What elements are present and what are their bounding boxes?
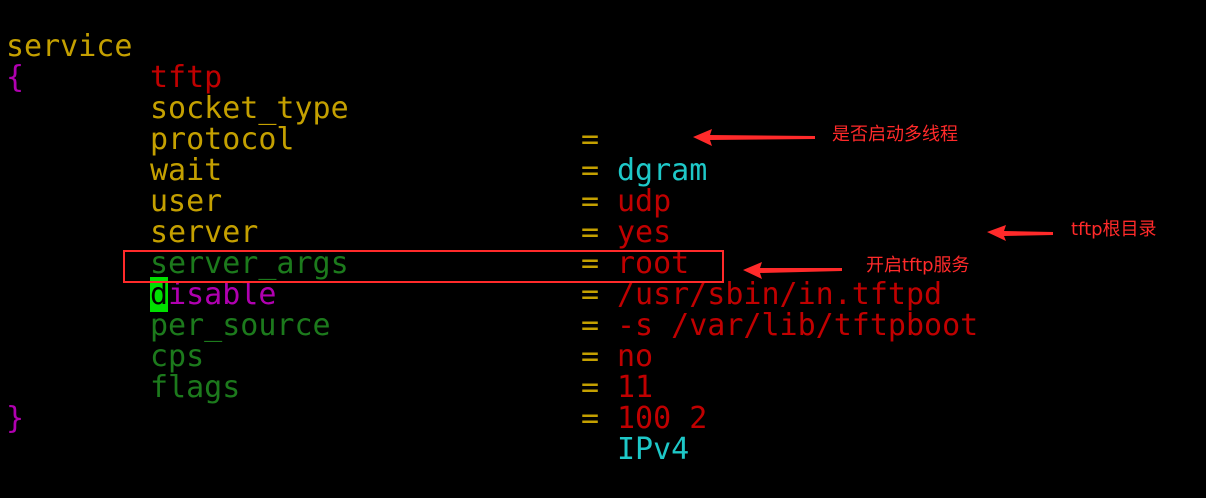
- config-equals: =: [581, 184, 600, 219]
- service-keyword: service: [6, 29, 133, 64]
- config-key: socket_type: [150, 91, 349, 126]
- annotation-server-args: tftp根目录: [1071, 219, 1157, 240]
- arrow-icon: [693, 129, 815, 146]
- config-line-socket-type: socket_type = dgram: [0, 62, 707, 186]
- config-equals: =: [581, 308, 600, 343]
- config-key: disable: [150, 277, 277, 312]
- config-key: protocol: [150, 122, 295, 157]
- text-cursor: d: [150, 277, 169, 312]
- config-line-flags: flags = IPv4: [0, 341, 689, 465]
- annotation-disable: 开启tftp服务: [866, 255, 970, 276]
- config-equals: =: [581, 370, 600, 405]
- close-brace-line: }: [0, 372, 72, 434]
- config-value: yes: [617, 215, 672, 250]
- config-line-protocol: protocol = udp: [0, 93, 671, 217]
- config-value: 11: [617, 370, 654, 405]
- config-equals: =: [581, 215, 600, 250]
- config-value: udp: [617, 184, 672, 219]
- config-value: IPv4: [617, 432, 690, 467]
- config-value: root: [617, 246, 690, 281]
- close-brace: }: [6, 401, 25, 436]
- config-line-per-source: per_source = 11: [0, 279, 653, 403]
- config-value: dgram: [617, 153, 708, 188]
- config-key: server: [150, 215, 259, 250]
- annotation-wait: 是否启动多线程: [832, 124, 958, 145]
- config-value: 100 2: [617, 401, 708, 436]
- open-brace-line: {: [0, 31, 72, 93]
- service-header-line: service tftp: [0, 0, 222, 93]
- config-equals: =: [581, 339, 600, 374]
- config-key: per_source: [150, 308, 331, 343]
- config-equals: =: [581, 401, 600, 436]
- config-key: wait: [150, 153, 223, 188]
- service-name: tftp: [150, 60, 223, 95]
- config-key-rest: isable: [168, 277, 277, 312]
- config-key: flags: [150, 370, 241, 405]
- config-value: -s /var/lib/tftpboot: [617, 308, 979, 343]
- config-value: /usr/sbin/in.tftpd: [617, 277, 943, 312]
- config-value: no: [617, 339, 654, 374]
- config-line-wait: wait = yes: [0, 124, 671, 248]
- config-line-server-args: server_args = -s /var/lib/tftpboot: [0, 217, 978, 341]
- config-line-cps: cps = 100 2: [0, 310, 707, 434]
- config-line-user: user = root: [0, 155, 689, 279]
- config-equals: =: [581, 122, 600, 157]
- config-equals: =: [581, 246, 600, 281]
- config-key: cps: [150, 339, 205, 374]
- config-line-disable: disable = no: [0, 248, 653, 372]
- arrow-icon: [987, 225, 1053, 241]
- terminal-editor[interactable]: service tftp { socket_type = dgram proto…: [0, 0, 1206, 465]
- open-brace: {: [6, 60, 25, 95]
- config-key: server_args: [150, 246, 349, 281]
- config-equals: =: [581, 153, 600, 188]
- config-line-server: server = /usr/sbin/in.tftpd: [0, 186, 942, 310]
- config-equals: =: [581, 277, 600, 312]
- config-key: user: [150, 184, 223, 219]
